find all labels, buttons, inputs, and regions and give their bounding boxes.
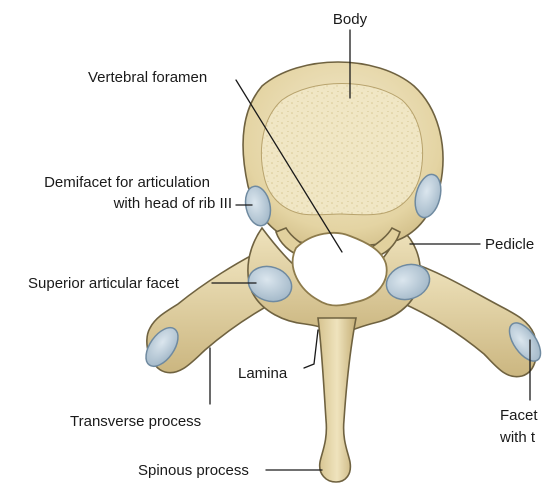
cancellous-bone-surface <box>261 84 422 215</box>
label-vertebral-foramen: Vertebral foramen <box>88 69 207 86</box>
label-demifacet-line1: Demifacet for articulation <box>44 174 210 191</box>
label-facet-line1: Facet <box>500 407 538 424</box>
leader-lamina <box>304 330 318 368</box>
label-superior-articular-facet: Superior articular facet <box>28 275 180 292</box>
label-lamina: Lamina <box>238 365 288 382</box>
label-transverse-process: Transverse process <box>70 413 201 430</box>
spinous-process-shape <box>318 318 356 482</box>
label-body: Body <box>333 11 368 28</box>
label-facet-line2: with t <box>499 429 536 446</box>
label-pedicle: Pedicle <box>485 236 534 253</box>
label-demifacet-line2: with head of rib III <box>113 195 232 212</box>
label-spinous-process: Spinous process <box>138 462 249 479</box>
